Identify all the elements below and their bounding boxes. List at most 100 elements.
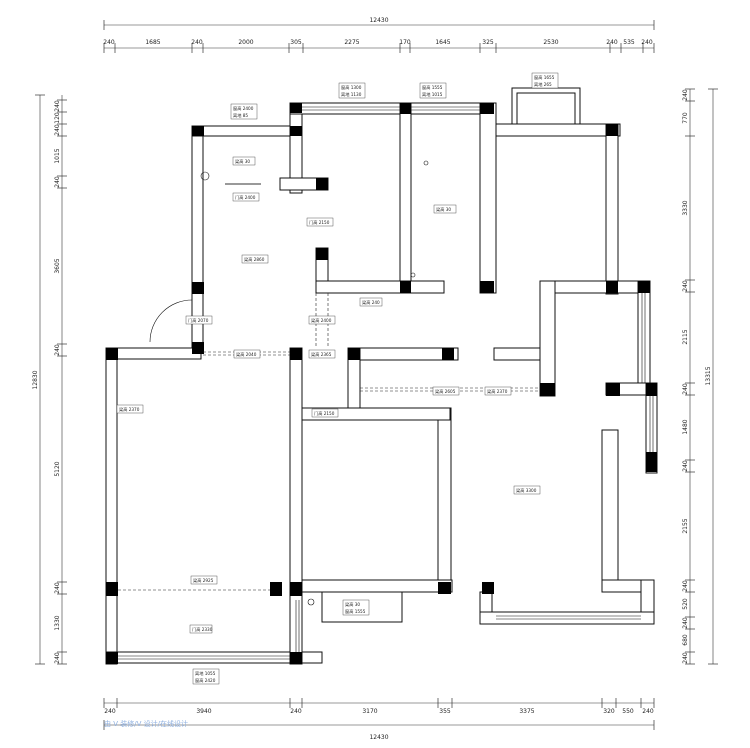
svg-text:窗高 1655: 窗高 1655 — [534, 74, 555, 81]
columns — [106, 103, 657, 664]
right-dim: 240 — [682, 460, 689, 472]
label-box: 梁高 30 窗高 1555 — [342, 599, 370, 616]
top-dim: 305 — [290, 39, 302, 46]
dimension-ticks — [35, 20, 718, 730]
top-dim: 535 — [623, 39, 635, 46]
svg-text:梁高 2365: 梁高 2365 — [311, 351, 332, 358]
left-dim: 240 — [54, 124, 61, 136]
label-box: 门高 2400 — [232, 192, 260, 202]
label-box: 梁高 30 — [232, 156, 256, 166]
svg-text:窗高 2400: 窗高 2400 — [233, 105, 254, 112]
label-box: 梁高 2365 — [308, 349, 336, 359]
left-dim: 1015 — [54, 148, 61, 163]
svg-text:梁高 3300: 梁高 3300 — [516, 487, 537, 494]
svg-text:梁高 2925: 梁高 2925 — [193, 577, 214, 584]
bottom-dim: 355 — [439, 708, 451, 715]
label-box: 窗高 2400 离地 85 — [230, 103, 258, 120]
label-box: 梁高 2040 — [233, 349, 261, 359]
svg-text:窗高 1555: 窗高 1555 — [422, 84, 443, 91]
label-box: 门高 2070 — [185, 315, 213, 325]
label-box: 门高 2150 — [311, 408, 339, 418]
right-dim: 2115 — [682, 329, 689, 344]
svg-text:门高 2070: 门高 2070 — [188, 317, 209, 324]
bottom-dim: 240 — [104, 708, 116, 715]
total-width-bottom: 12430 — [369, 734, 388, 741]
right-dim: 240 — [682, 617, 689, 629]
label-box: 梁高 240 — [359, 297, 383, 307]
right-dim: 1480 — [682, 419, 689, 434]
dimension-lines — [39, 24, 714, 726]
svg-text:梁高 30: 梁高 30 — [345, 601, 360, 608]
bottom-dim: 3375 — [519, 708, 534, 715]
bottom-dim: 240 — [642, 708, 654, 715]
svg-text:梁高 240: 梁高 240 — [362, 299, 380, 306]
label-box: 梁高 2925 — [190, 575, 218, 585]
beam-lines — [118, 293, 540, 591]
top-dim: 240 — [191, 39, 203, 46]
right-dim: 240 — [682, 280, 689, 292]
label-box: 梁高 2370 — [484, 386, 512, 396]
door-swing — [149, 160, 429, 606]
right-dim: 240 — [682, 383, 689, 395]
svg-text:梁高 30: 梁高 30 — [235, 158, 250, 165]
left-dim: 3605 — [54, 258, 61, 273]
svg-text:门高 2400: 门高 2400 — [235, 194, 256, 201]
svg-text:梁高 2370: 梁高 2370 — [487, 388, 508, 395]
right-dim: 240 — [682, 580, 689, 592]
room-labels: 窗高 1300 离地 1130 窗高 1555 离地 1015 窗高 1655 … — [116, 72, 559, 685]
walls — [105, 87, 658, 665]
left-dim: 240 — [54, 176, 61, 188]
top-dim: 325 — [482, 39, 494, 46]
right-dim: 2155 — [682, 518, 689, 533]
right-dim: 3330 — [682, 200, 689, 215]
bottom-dim: 3170 — [362, 708, 377, 715]
svg-text:梁高 30: 梁高 30 — [436, 206, 451, 213]
label-box: 梁高 2400 — [308, 315, 336, 325]
sliding-door — [225, 183, 261, 185]
left-dim: 240 — [54, 100, 61, 112]
label-box: 梁高 30 — [433, 204, 457, 214]
bottom-dim: 240 — [290, 708, 302, 715]
svg-text:梁高 2040: 梁高 2040 — [236, 351, 257, 358]
svg-text:梁高 2400: 梁高 2400 — [311, 317, 332, 324]
label-box: 窗高 1300 离地 1130 — [338, 82, 366, 99]
svg-text:离地 85: 离地 85 — [233, 112, 248, 119]
top-dim: 1685 — [145, 39, 160, 46]
label-box: 梁高 2370 — [116, 404, 144, 414]
top-dim: 1645 — [435, 39, 450, 46]
svg-text:梁高 2860: 梁高 2860 — [244, 256, 265, 263]
right-dim: 520 — [682, 598, 689, 610]
svg-text:离地 1130: 离地 1130 — [341, 91, 362, 98]
label-box: 梁高 2605 — [432, 386, 460, 396]
svg-text:梁高 2605: 梁高 2605 — [435, 388, 456, 395]
right-dim: 770 — [682, 112, 689, 124]
dimension-texts: 12430 12430 240 1685 240 2000 305 2275 1… — [32, 17, 712, 741]
label-box: 门高 2330 — [189, 624, 213, 634]
top-dim: 2000 — [238, 39, 253, 46]
label-box: 窗高 1555 离地 1015 — [419, 82, 447, 99]
svg-text:门高 2150: 门高 2150 — [309, 219, 330, 226]
top-dim: 170 — [399, 39, 411, 46]
top-dim: 240 — [641, 39, 653, 46]
svg-text:梁高 2370: 梁高 2370 — [119, 406, 140, 413]
label-box: 梁高 3300 — [513, 485, 541, 495]
svg-text:窗高 1300: 窗高 1300 — [341, 84, 362, 91]
left-dim: 1330 — [54, 615, 61, 630]
left-dim: 5120 — [54, 461, 61, 476]
bottom-dim: 550 — [622, 708, 634, 715]
label-box: 门高 2150 — [306, 217, 334, 227]
left-dim: 240 — [54, 582, 61, 594]
left-dim: 240 — [54, 652, 61, 664]
svg-text:门高 2330: 门高 2330 — [192, 626, 213, 633]
left-dim: 120 — [54, 112, 61, 124]
svg-text:窗高 2420: 窗高 2420 — [195, 677, 216, 684]
label-box: 离地 1055 窗高 2420 — [192, 668, 220, 685]
windows — [118, 106, 654, 660]
total-height-left: 12830 — [32, 370, 39, 389]
svg-text:门高 2150: 门高 2150 — [314, 410, 335, 417]
total-height-right: 13315 — [705, 366, 712, 385]
total-width-top: 12430 — [369, 17, 388, 24]
svg-text:离地 1015: 离地 1015 — [422, 91, 443, 98]
bottom-dim: 320 — [603, 708, 615, 715]
